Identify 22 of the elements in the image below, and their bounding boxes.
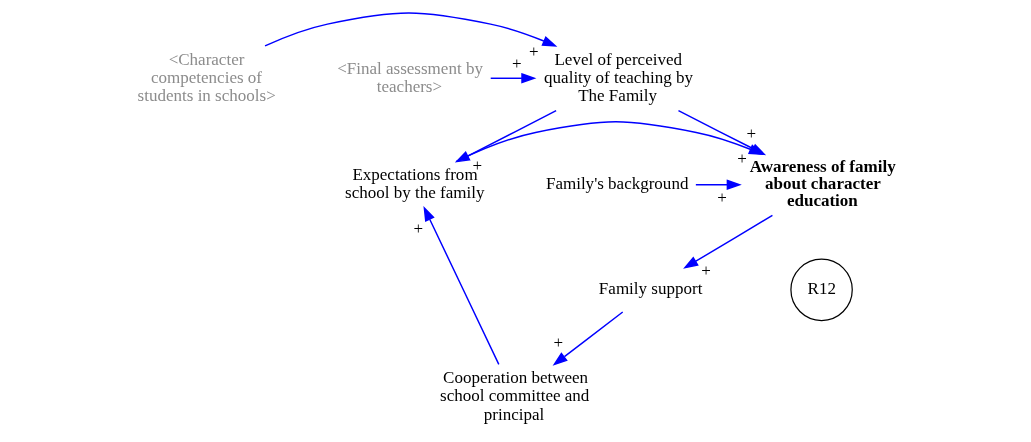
arrow <box>423 206 500 366</box>
edge-label: + <box>737 148 747 168</box>
arrow <box>552 311 624 366</box>
edge-label: + <box>511 53 522 73</box>
arrow <box>489 73 537 84</box>
edge-label: + <box>413 218 423 238</box>
arrow <box>264 12 558 47</box>
edge-label: + <box>528 41 539 61</box>
edge-label: + <box>746 124 757 144</box>
edge-label: + <box>701 260 711 280</box>
node-text: Level of perceived quality of teaching by The Family <box>544 49 693 106</box>
arrow <box>695 179 742 191</box>
node-text: <Final assessment by teachers> <box>337 58 483 96</box>
edge-label: + <box>553 332 564 352</box>
arrow <box>683 214 774 269</box>
node-text: Awareness of family about character education <box>749 156 896 210</box>
node-text: Cooperation between school committee and principal <box>440 368 590 424</box>
node-text: Family's background <box>545 174 689 194</box>
label: R12 <box>807 279 836 299</box>
node-text: Family support <box>598 279 703 299</box>
node-text: <Character competencies of students in schools> <box>137 49 276 106</box>
edge-label: + <box>717 188 727 208</box>
